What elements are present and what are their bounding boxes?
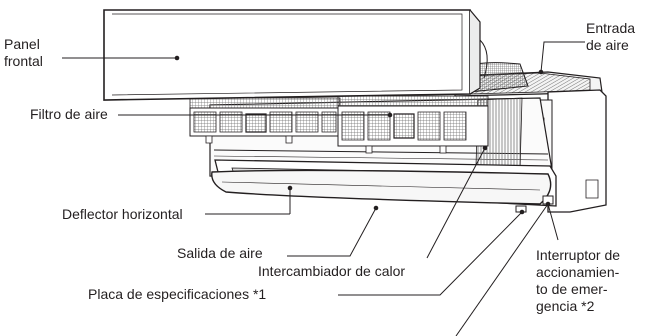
filter-right-cell xyxy=(342,112,364,140)
horizontal-deflector xyxy=(212,170,551,204)
filter-right-cell xyxy=(444,112,466,140)
filter-left-cell xyxy=(194,112,216,132)
label-front-panel-line2: frontal xyxy=(4,53,43,69)
label-heat-exchanger: Intercambiador de calor xyxy=(258,263,406,279)
leader-emergency-switch xyxy=(455,203,549,336)
label-emergency-switch-line2: accionamien- xyxy=(536,264,620,280)
leader-emergency-switch-side xyxy=(547,203,559,241)
front-panel-thickness xyxy=(470,10,480,94)
deflector-edge xyxy=(222,182,540,190)
leader-lines xyxy=(62,41,585,336)
label-emergency-switch-line4: gencia *2 xyxy=(536,298,595,314)
label-rating-plate: Placa de especificaciones *1 xyxy=(88,286,267,302)
filter-right-cell xyxy=(368,112,390,140)
label-air-outlet: Salida de aire xyxy=(177,245,263,261)
label-horizontal-deflector: Deflector horizontal xyxy=(62,206,183,222)
label-front-panel: Panel frontal xyxy=(4,36,43,70)
filter-left-tab xyxy=(206,136,212,143)
label-emergency-switch-line1: Interruptor de xyxy=(536,247,621,263)
leader-heat-exchanger xyxy=(426,147,486,259)
label-air-inlet-line1: Entrada xyxy=(586,20,636,36)
filter-right-mesh xyxy=(338,96,488,106)
air-filter-right xyxy=(338,96,488,153)
front-panel xyxy=(104,10,487,100)
unit-right-side xyxy=(548,90,606,212)
filter-left-cell xyxy=(270,112,292,132)
leader-dot-air-inlet xyxy=(538,69,544,75)
leader-dot-horizontal-deflector xyxy=(287,185,293,191)
filter-left-mesh xyxy=(190,98,340,108)
leader-air-outlet xyxy=(287,207,377,257)
leader-rating-plate xyxy=(338,211,523,296)
label-air-filter: Filtro de aire xyxy=(30,106,108,122)
filter-left-cell xyxy=(220,112,242,132)
air-outlet-assembly xyxy=(212,160,556,212)
filter-left-cell xyxy=(296,112,318,132)
filter-right-tab xyxy=(366,146,372,153)
leader-dot-rating-plate xyxy=(519,209,525,215)
leader-dot-air-outlet xyxy=(373,205,379,211)
filter-left-tab xyxy=(286,136,292,143)
leader-dot-front-panel xyxy=(174,55,180,61)
filter-right-tab xyxy=(440,146,446,153)
label-front-panel-line1: Panel xyxy=(4,36,40,52)
leader-dot-air-filter xyxy=(387,112,393,118)
filter-right-cell xyxy=(394,114,414,138)
leader-air-inlet xyxy=(540,41,585,73)
front-panel-face xyxy=(104,10,470,100)
air-filter-left xyxy=(190,98,340,143)
filter-left-cell xyxy=(246,114,266,132)
unit-side-tab xyxy=(586,180,598,198)
label-emergency-switch-line3: to de emer- xyxy=(536,281,608,297)
front-panel-hinge-arm xyxy=(480,40,487,78)
label-emergency-switch: Interruptor de accionamien- to de emer- … xyxy=(536,247,620,315)
front-panel-inner-edge xyxy=(112,14,462,95)
leader-dot-emergency-switch xyxy=(545,201,551,207)
label-air-inlet-line2: de aire xyxy=(586,37,629,53)
label-air-inlet: Entrada de aire xyxy=(586,20,635,54)
filter-right-cell xyxy=(418,112,440,140)
leader-dot-heat-exchanger xyxy=(482,145,488,151)
filter-left-cell xyxy=(322,112,336,132)
